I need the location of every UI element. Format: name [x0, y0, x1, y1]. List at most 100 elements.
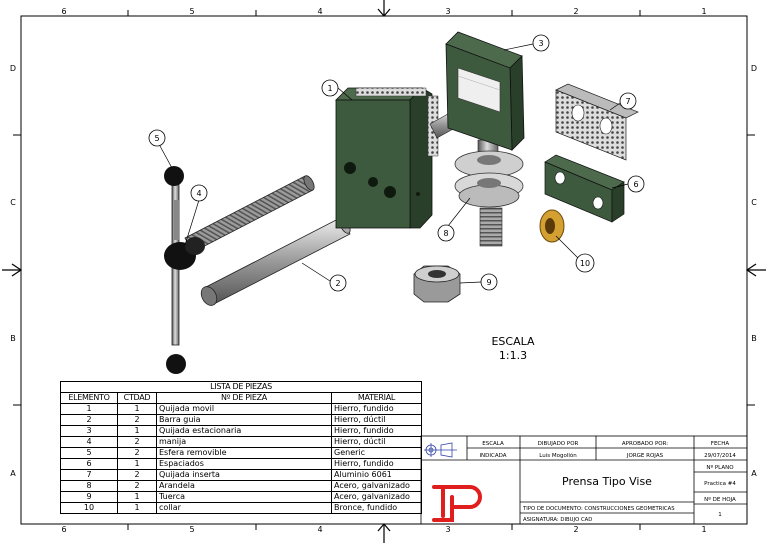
svg-text:10: 10 [580, 259, 590, 268]
title-hoja-value: 1 [718, 512, 722, 518]
balloon: 3 [532, 34, 550, 52]
zone-col-bottom: 6 [61, 525, 66, 534]
balloon: 7 [619, 92, 637, 110]
part-washers [454, 150, 524, 208]
part-collar [539, 209, 565, 243]
parts-list-title: LISTA DE PIEZAS [60, 381, 422, 393]
row-elemento: 2 [60, 414, 118, 426]
title-fecha-value: 29/07/2014 [704, 453, 736, 459]
header-elemento: ELEMENTO [60, 392, 118, 404]
part-spacer [544, 154, 625, 223]
row-elemento: 7 [60, 469, 118, 481]
row-pieza: Esfera removible [156, 447, 332, 459]
row-pieza: Espaciados [156, 458, 332, 470]
balloon: 6 [627, 175, 645, 193]
leader-lines [159, 43, 629, 284]
header-material: MATERIAL [331, 392, 422, 404]
row-material: Acero, galvanizado [331, 480, 422, 492]
zone-col-top: 5 [189, 7, 194, 16]
title-plano-label: Nº PLANO [706, 464, 734, 471]
svg-text:5: 5 [154, 134, 159, 143]
title-hoja-label: Nº DE HOJA [704, 496, 736, 503]
zone-col-bottom: 2 [573, 525, 578, 534]
row-elemento: 9 [60, 491, 118, 503]
row-material: Hierro, fundido [331, 458, 422, 470]
zone-row-left: C [10, 198, 16, 207]
title-dibujado-value: Luis Mogollón [539, 452, 577, 459]
zone-col-top: 2 [573, 7, 578, 16]
row-cantidad: 1 [117, 491, 157, 503]
svg-text:7: 7 [625, 97, 630, 106]
zone-col-bottom: 5 [189, 525, 194, 534]
drawing-title: Prensa Tipo Vise [562, 475, 652, 488]
projection-symbol [424, 442, 457, 458]
balloon: 5 [148, 129, 166, 147]
balloon: 1 [321, 79, 339, 97]
zone-row-right: D [751, 64, 757, 73]
row-material: Bronce, fundido [331, 502, 422, 514]
svg-text:6: 6 [633, 180, 638, 189]
zone-col-top: 1 [701, 7, 706, 16]
row-cantidad: 1 [117, 458, 157, 470]
part-handle [164, 179, 205, 346]
svg-text:4: 4 [196, 189, 201, 198]
zone-col-top: 6 [61, 7, 66, 16]
row-cantidad: 1 [117, 502, 157, 514]
balloon: 9 [480, 273, 498, 291]
row-cantidad: 1 [117, 425, 157, 437]
title-block [420, 435, 748, 525]
row-cantidad: 2 [117, 447, 157, 459]
zone-row-left: A [10, 469, 16, 478]
row-material: Hierro, dúctil [331, 414, 422, 426]
title-fecha-label: FECHA [711, 441, 730, 447]
row-cantidad: 2 [117, 414, 157, 426]
part-stationary-jaw [445, 31, 525, 151]
part-removable-ball-top [164, 166, 184, 186]
part-removable-ball-bottom [166, 354, 186, 374]
header-pieza: Nº DE PIEZA [156, 392, 332, 404]
svg-text:1: 1 [327, 84, 332, 93]
balloon: 2 [329, 274, 347, 292]
row-material: Hierro, dúctil [331, 436, 422, 448]
zone-col-bottom: 4 [317, 525, 322, 534]
university-logo [432, 485, 482, 522]
part-moving-jaw [335, 87, 439, 229]
part-nut [413, 265, 461, 303]
title-dibujado-label: DIBUJADO POR [538, 441, 579, 447]
svg-text:8: 8 [443, 229, 448, 238]
title-tipo-documento: TIPO DE DOCUMENTO: CONSTRUCCIONES GEOMET… [522, 506, 675, 512]
title-escala-label: ESCALA [482, 441, 504, 447]
row-pieza: Barra guia [156, 414, 332, 426]
parts-list: LISTA DE PIEZAS ELEMENTO CTDAD Nº DE PIE… [60, 381, 422, 514]
row-material: Generic [331, 447, 422, 459]
row-elemento: 5 [60, 447, 118, 459]
zone-col-bottom: 3 [445, 525, 450, 534]
zone-col-top: 3 [445, 7, 450, 16]
row-elemento: 10 [60, 502, 118, 514]
svg-text:9: 9 [486, 278, 491, 287]
svg-text:3: 3 [538, 39, 543, 48]
row-material: Hierro, fundido [331, 403, 422, 415]
row-pieza: Quijada estacionaria [156, 425, 332, 437]
row-cantidad: 2 [117, 469, 157, 481]
zone-col-bottom: 1 [701, 525, 706, 534]
zone-ticks [13, 10, 755, 530]
parts-list-header: ELEMENTO CTDAD Nº DE PIEZA MATERIAL [60, 392, 422, 404]
row-pieza: Tuerca [156, 491, 332, 503]
zone-col-top: 4 [317, 7, 322, 16]
row-elemento: 4 [60, 436, 118, 448]
row-cantidad: 2 [117, 480, 157, 492]
row-elemento: 3 [60, 425, 118, 437]
scale-note-label: ESCALA [491, 335, 535, 348]
zone-row-left: D [10, 64, 16, 73]
title-aprobado-label: APROBADO POR: [622, 441, 668, 447]
balloon: 4 [190, 184, 208, 202]
svg-text:2: 2 [335, 279, 340, 288]
title-asignatura: ASIGNATURA: DIBUJO CAD [523, 517, 592, 523]
